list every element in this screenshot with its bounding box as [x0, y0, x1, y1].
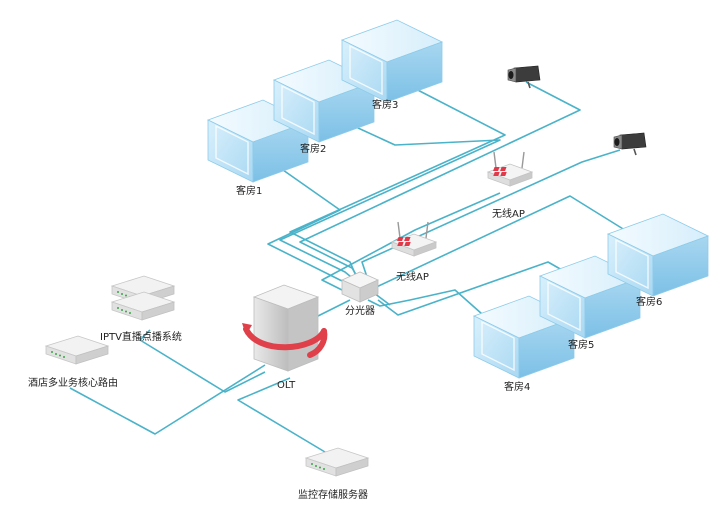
room4-label: 客房4 — [504, 382, 531, 393]
router-icon — [45, 335, 109, 365]
room6-label: 客房6 — [636, 297, 663, 308]
ap1-label: 无线AP — [396, 272, 429, 283]
storage-icon — [305, 447, 369, 477]
link-room2 — [279, 121, 501, 287]
ap2-label: 无线AP — [492, 209, 525, 220]
link-room1 — [267, 169, 361, 289]
link-olt-storage — [237, 377, 331, 456]
router-label: 酒店多业务核心路由 — [28, 378, 118, 389]
ap2-icon — [487, 151, 533, 187]
link-room5 — [377, 261, 563, 316]
room3-label: 客房3 — [372, 100, 399, 111]
link-ap2 — [321, 192, 501, 291]
room1-label: 客房1 — [236, 186, 263, 197]
room5-label: 客房5 — [568, 340, 595, 351]
ap1-icon — [391, 221, 437, 257]
connection-lines — [69, 81, 629, 456]
room2-label: 客房2 — [300, 144, 327, 155]
link-olt-router — [69, 364, 266, 435]
link-camera1 — [299, 81, 581, 285]
storage-label: 监控存储服务器 — [298, 490, 368, 501]
camera2-icon — [613, 132, 647, 156]
link-room6 — [369, 195, 629, 306]
iptv-icon — [111, 275, 175, 321]
link-olt-iptv — [139, 329, 266, 393]
splitter-label: 分光器 — [345, 306, 375, 317]
olt-label: OLT — [277, 380, 296, 391]
splitter-icon — [341, 271, 379, 303]
iptv-label: IPTV直播点播系统 — [100, 332, 182, 343]
camera1-icon — [507, 65, 541, 89]
olt-icon — [242, 284, 328, 372]
link-room4 — [367, 289, 501, 331]
